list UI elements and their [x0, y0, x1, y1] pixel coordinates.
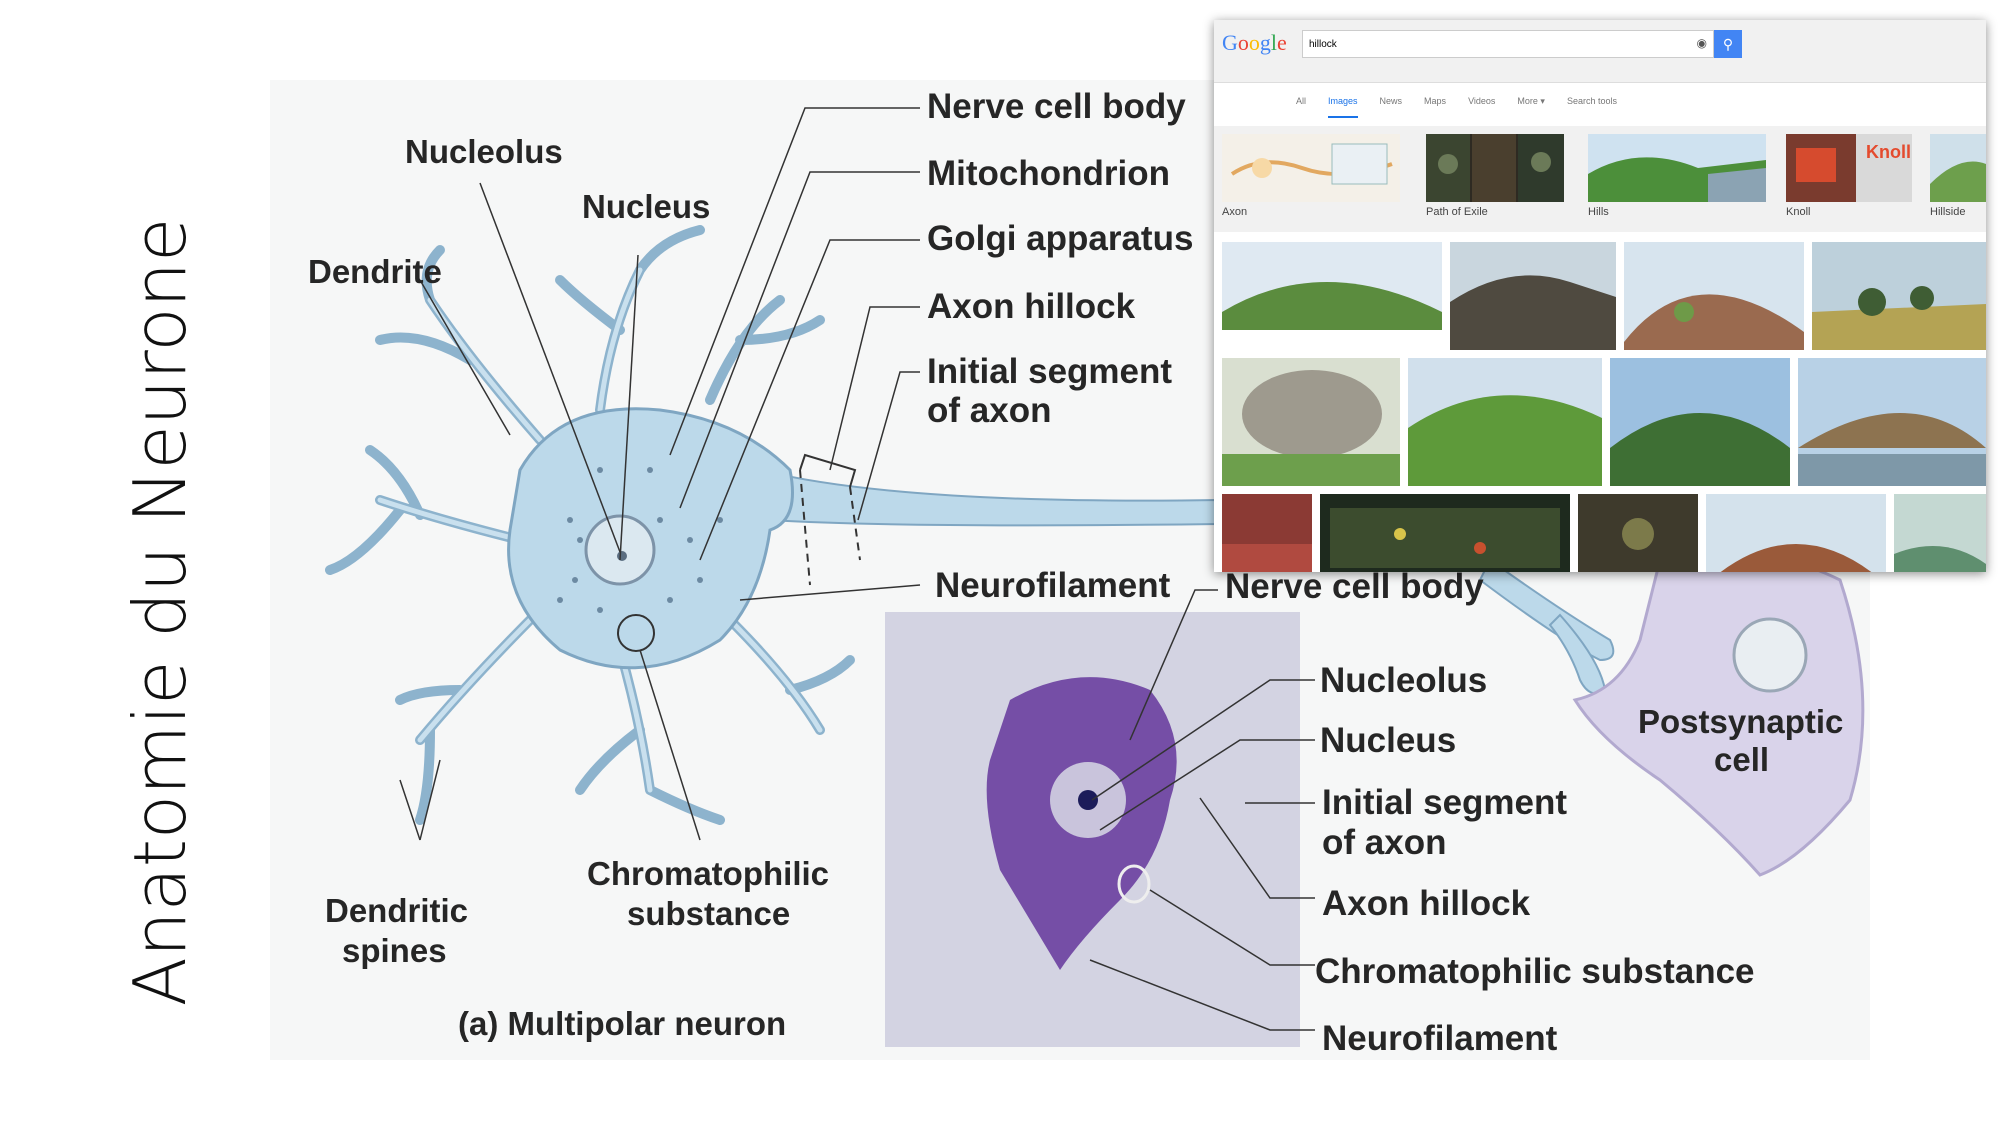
related-label-path-of-exile[interactable]: Path of Exile: [1426, 206, 1488, 218]
related-path-of-exile-image[interactable]: [1426, 134, 1564, 202]
nucleolus: [617, 551, 627, 561]
label-mitochondrion: Mitochondrion: [927, 154, 1170, 193]
tab-more[interactable]: More ▾: [1517, 96, 1545, 106]
tab-maps[interactable]: Maps: [1424, 96, 1447, 106]
micro-label-nucleus: Nucleus: [1320, 721, 1456, 760]
micro-label-nerve-cell-body: Nerve cell body: [1225, 567, 1484, 606]
axon: [758, 468, 1221, 527]
related-hills-image[interactable]: [1588, 134, 1766, 202]
result-image[interactable]: [1578, 494, 1698, 572]
search-icon: ⚲: [1722, 36, 1734, 52]
micro-label-axon-hillock: Axon hillock: [1322, 884, 1531, 923]
label-dendritic-spines: Dendritic: [325, 892, 468, 929]
initial-segment-bracket: [799, 453, 857, 488]
result-image[interactable]: [1222, 358, 1400, 486]
result-image[interactable]: [1610, 358, 1790, 486]
related-searches: Axon Path of Exile Hills Knoll Knoll Hil…: [1214, 126, 1986, 232]
related-knoll-image[interactable]: Knoll: [1786, 134, 1912, 202]
tab-all[interactable]: All: [1296, 96, 1307, 106]
micrograph-hillock-ring: [1117, 864, 1151, 904]
postsynaptic-nucleus: [1732, 617, 1808, 693]
label-postsynaptic: Postsynaptic: [1638, 703, 1843, 740]
related-hillside-image[interactable]: [1930, 134, 1986, 202]
label-nucleolus: Nucleolus: [405, 133, 563, 170]
camera-icon[interactable]: ◉: [1696, 36, 1707, 50]
result-image[interactable]: [1320, 494, 1570, 572]
result-image[interactable]: [1706, 494, 1886, 572]
search-button[interactable]: ⚲: [1714, 30, 1742, 58]
label-dendritic-spines: spines: [342, 932, 447, 969]
result-image[interactable]: [1798, 358, 1986, 486]
micrograph-nucleolus: [1078, 790, 1098, 810]
organelles: [557, 467, 723, 613]
chromatophilic-highlight: [617, 614, 655, 652]
tab-search-tools[interactable]: Search tools: [1566, 96, 1617, 106]
micro-label-nucleolus: Nucleolus: [1320, 661, 1487, 700]
micrograph-leader-lines: [1089, 589, 1315, 1031]
result-image[interactable]: [1222, 242, 1442, 330]
label-nucleus: Nucleus: [582, 188, 710, 225]
search-input[interactable]: [1303, 31, 1671, 57]
label-dendrite: Dendrite: [308, 253, 442, 290]
tab-news[interactable]: News: [1379, 96, 1403, 106]
related-label-hillside[interactable]: Hillside: [1930, 206, 1966, 218]
label-neurofilament: Neurofilament: [935, 566, 1171, 605]
axon-terminal-branch: [1478, 558, 1615, 662]
result-image[interactable]: [1894, 494, 1986, 572]
knoll-sign-text: Knoll: [1866, 142, 1911, 162]
micro-label-initial-segment: of axon: [1322, 823, 1446, 862]
related-label-axon[interactable]: Axon: [1222, 206, 1248, 218]
label-initial-segment: Initial segment: [927, 352, 1172, 391]
tab-images[interactable]: Images: [1328, 96, 1358, 118]
label-chromatophilic: Chromatophilic: [587, 855, 829, 892]
result-image[interactable]: [1222, 494, 1312, 572]
label-initial-segment: of axon: [927, 391, 1051, 430]
result-image[interactable]: [1624, 242, 1804, 350]
label-golgi: Golgi apparatus: [927, 219, 1193, 258]
label-chromatophilic: substance: [627, 895, 790, 932]
leader-lines: [399, 107, 921, 841]
micro-label-chromatophilic: Chromatophilic substance: [1315, 952, 1755, 991]
tab-videos[interactable]: Videos: [1468, 96, 1496, 106]
related-label-knoll[interactable]: Knoll: [1786, 206, 1811, 218]
micro-label-neurofilament: Neurofilament: [1322, 1019, 1558, 1058]
diagram-caption: (a) Multipolar neuron: [458, 1005, 786, 1042]
google-search-box[interactable]: ◉: [1302, 30, 1714, 58]
label-axon-hillock: Axon hillock: [927, 287, 1136, 326]
label-postsynaptic: cell: [1714, 741, 1769, 778]
result-image[interactable]: [1408, 358, 1602, 486]
related-axon-image[interactable]: [1222, 134, 1400, 202]
google-tabs: All Images News Maps Videos More ▾ Searc…: [1296, 96, 1617, 118]
result-image[interactable]: [1450, 242, 1616, 350]
google-header: Google ◉ ⚲: [1214, 20, 1986, 83]
result-image[interactable]: [1812, 242, 1986, 350]
google-image-results: Google ◉ ⚲ All Images News Maps Videos M…: [1214, 20, 1986, 572]
label-nerve-cell-body: Nerve cell body: [927, 87, 1186, 126]
related-label-hills[interactable]: Hills: [1588, 206, 1609, 218]
google-logo[interactable]: Google: [1222, 30, 1287, 55]
micro-label-initial-segment: Initial segment: [1322, 783, 1567, 822]
